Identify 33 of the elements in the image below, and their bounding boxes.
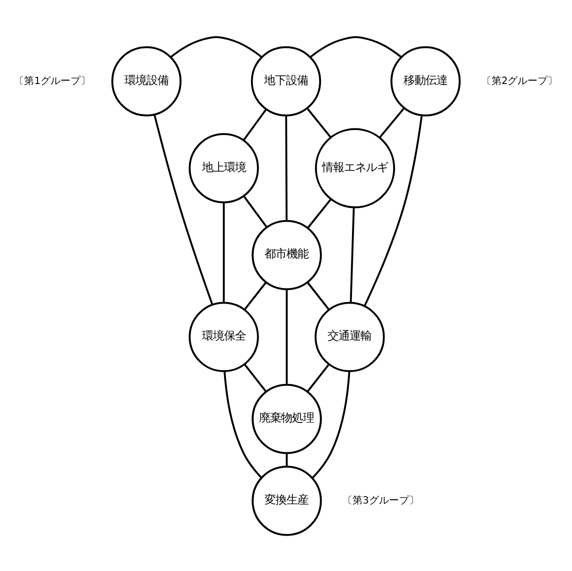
node-circle: 移動伝達 [390, 46, 461, 116]
connector [378, 107, 405, 138]
connector [350, 206, 355, 302]
node-circle: 交通運輸 [314, 301, 385, 372]
label: 〔第2グループ〕 [481, 75, 558, 86]
node-circle: 変換生産 [252, 465, 322, 536]
label: 〔第1グループ〕 [14, 75, 91, 86]
connector [286, 452, 288, 466]
node-circle: 環境保全 [188, 301, 259, 372]
connector [285, 115, 288, 220]
connector [306, 281, 330, 310]
connector [154, 114, 214, 304]
connector [306, 363, 330, 392]
connector [306, 107, 332, 138]
connector [307, 198, 332, 228]
node-circle: 都市機能 [252, 220, 322, 290]
node-circle: 地下設備 [250, 46, 322, 116]
node-circle: 環境設備 [111, 46, 182, 116]
connector [244, 363, 267, 392]
connector [310, 36, 402, 58]
label: 〔第3グループ〕 [342, 494, 419, 506]
connector [222, 202, 225, 302]
connector [312, 370, 350, 478]
connector [286, 288, 288, 384]
connector [242, 108, 267, 140]
connector [364, 114, 423, 306]
node-circle: 地上環境 [188, 132, 259, 203]
node-circle: 情報エネルギ [314, 128, 396, 208]
node-circle: 廃棄物処理 [252, 383, 322, 454]
connector [244, 281, 267, 310]
connector [170, 36, 262, 58]
connector [224, 370, 262, 478]
connector [242, 194, 268, 228]
